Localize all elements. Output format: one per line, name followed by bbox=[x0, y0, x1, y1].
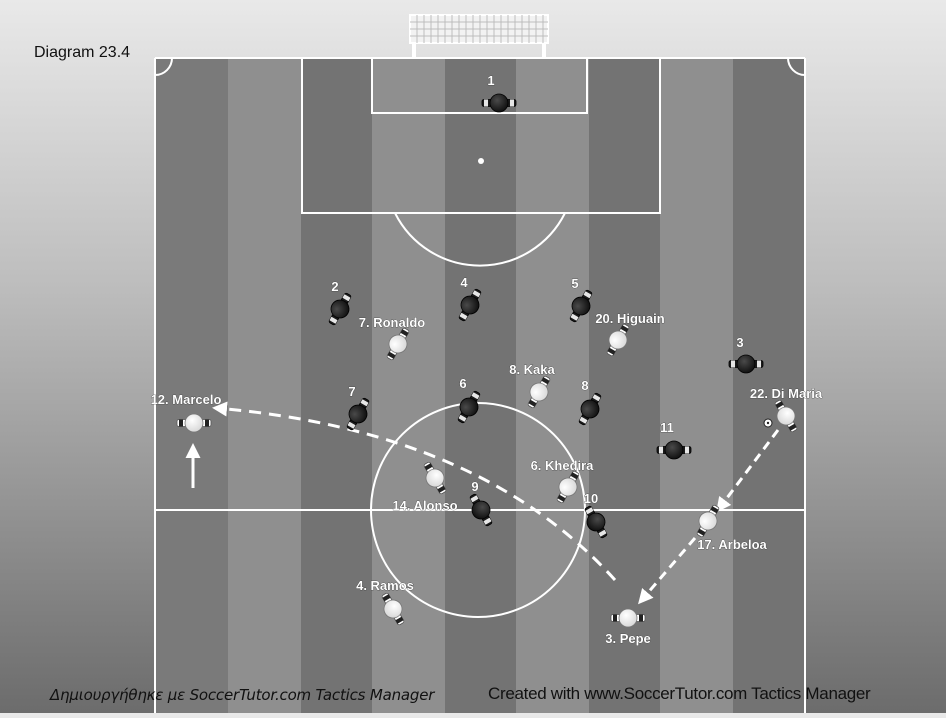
player-label-black: 8 bbox=[581, 378, 588, 393]
player-label-white: 8. Kaka bbox=[509, 362, 555, 377]
player-label-white: 22. Di Maria bbox=[750, 386, 823, 401]
goal bbox=[410, 15, 548, 58]
player-label-black: 9 bbox=[471, 479, 478, 494]
player-label-white: 4. Ramos bbox=[356, 578, 414, 593]
pitch-stripes bbox=[155, 58, 805, 713]
player-label-white: 20. Higuain bbox=[595, 311, 664, 326]
player-label-black: 7 bbox=[348, 384, 355, 399]
player-label-white: 7. Ronaldo bbox=[359, 315, 426, 330]
player-label-black: 11 bbox=[660, 420, 674, 435]
player-label-black: 3 bbox=[736, 335, 743, 350]
player-label-white: 14. Alonso bbox=[392, 498, 457, 513]
player-label-white: 12. Marcelo bbox=[151, 392, 222, 407]
player-label-black: 6 bbox=[459, 376, 466, 391]
ball bbox=[764, 419, 772, 427]
player-label-white: 17. Arbeloa bbox=[697, 537, 767, 552]
player-label-black: 4 bbox=[460, 275, 468, 290]
penalty-spot bbox=[478, 158, 484, 164]
player-label-black: 1 bbox=[487, 73, 494, 88]
player-label-black: 10 bbox=[584, 491, 598, 506]
credit-text-english: Created with www.SoccerTutor.com Tactics… bbox=[488, 684, 870, 704]
player-label-white: 3. Pepe bbox=[605, 631, 651, 646]
diagram-title: Diagram 23.4 bbox=[34, 44, 130, 62]
player-label-white: 6. Khedira bbox=[531, 458, 595, 473]
credit-text-greek: Δημιουργήθηκε με SoccerTutor.com Tactics… bbox=[50, 686, 434, 704]
player-label-black: 2 bbox=[331, 279, 338, 294]
player-label-black: 5 bbox=[571, 276, 578, 291]
